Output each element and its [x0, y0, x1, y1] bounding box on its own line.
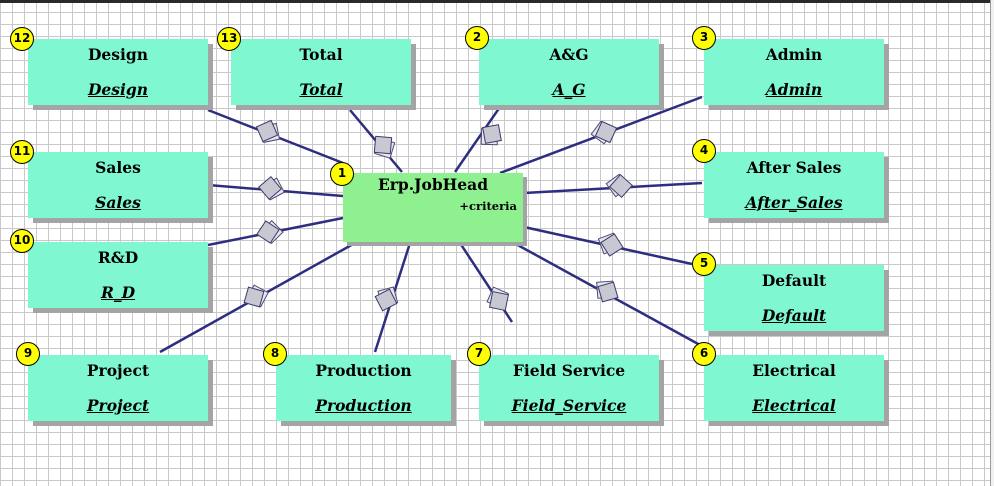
table-box-alias[interactable]: Total — [299, 80, 343, 99]
main-table-title: Erp.JobHead — [377, 175, 489, 194]
join-diamond-sales[interactable] — [258, 174, 287, 202]
table-box-project[interactable]: Project Project — [28, 355, 208, 421]
number-badge: 12 — [10, 27, 34, 51]
join-diamond-electrical[interactable] — [593, 278, 619, 303]
number-badge: 8 — [263, 342, 287, 366]
number-badge: 13 — [217, 27, 241, 51]
join-diamond-after-sales[interactable] — [604, 172, 634, 200]
number-badge: 10 — [10, 229, 34, 253]
table-box-alias[interactable]: Project — [86, 396, 150, 415]
main-table-jobhead[interactable]: Erp.JobHead +criteria — [343, 173, 523, 242]
join-diamond-a-g[interactable] — [478, 124, 502, 148]
table-box-a-g[interactable]: A&G A_G — [479, 39, 659, 105]
table-box-alias[interactable]: After_Sales — [745, 193, 843, 212]
table-box-title: Electrical — [752, 361, 836, 380]
join-diamond-design[interactable] — [255, 119, 282, 146]
join-diamond-field-service[interactable] — [486, 286, 510, 312]
table-box-title: After Sales — [746, 158, 842, 177]
table-box-after-sales[interactable]: After Sales After_Sales — [704, 152, 884, 218]
join-diamond-r-d[interactable] — [256, 218, 285, 246]
criteria-label[interactable]: +criteria — [459, 199, 517, 213]
vertical-scrollbar[interactable] — [990, 0, 994, 486]
main-number-badge: 1 — [330, 162, 354, 186]
table-box-alias[interactable]: Design — [87, 80, 149, 99]
table-box-electrical[interactable]: Electrical Electrical — [704, 355, 884, 421]
number-badge: 2 — [465, 26, 489, 50]
table-box-total[interactable]: Total Total — [231, 39, 411, 105]
join-diamond-admin[interactable] — [590, 120, 618, 146]
join-diamond-default[interactable] — [596, 230, 624, 258]
table-box-alias[interactable]: Sales — [95, 193, 141, 212]
table-box-field-service[interactable]: Field Service Field_Service — [479, 355, 659, 421]
table-box-title: Admin — [765, 45, 823, 64]
table-box-title: Sales — [95, 158, 141, 177]
table-box-alias[interactable]: Admin — [765, 80, 823, 99]
table-box-production[interactable]: Production Production — [276, 355, 451, 421]
table-box-default[interactable]: Default Default — [704, 265, 884, 331]
table-box-title: R&D — [97, 248, 139, 267]
number-badge: 9 — [16, 342, 40, 366]
number-badge: 4 — [692, 139, 716, 163]
table-box-title: Project — [86, 361, 150, 380]
join-diamond-production[interactable] — [374, 284, 401, 312]
table-box-alias[interactable]: R_D — [100, 283, 136, 302]
join-diamond-total[interactable] — [373, 135, 396, 159]
table-box-title: Default — [761, 271, 827, 290]
table-box-alias[interactable]: Production — [315, 396, 412, 415]
table-box-admin[interactable]: Admin Admin — [704, 39, 884, 105]
table-box-title: Field Service — [512, 361, 626, 380]
table-box-title: A&G — [549, 45, 589, 64]
number-badge: 5 — [692, 252, 716, 276]
table-box-alias[interactable]: Field_Service — [511, 396, 627, 415]
table-box-alias[interactable]: Electrical — [752, 396, 836, 415]
number-badge: 7 — [467, 342, 491, 366]
window-top-border — [0, 0, 994, 3]
number-badge: 3 — [692, 26, 716, 50]
number-badge: 6 — [692, 342, 716, 366]
table-box-alias[interactable]: A_G — [552, 80, 586, 99]
table-box-title: Design — [87, 45, 149, 64]
number-badge: 11 — [10, 140, 34, 164]
link-line-a-g — [453, 103, 504, 173]
table-box-r-d[interactable]: R&D R_D — [28, 242, 208, 308]
table-box-title: Production — [315, 361, 412, 380]
table-box-design[interactable]: Design Design — [28, 39, 208, 105]
table-box-title: Total — [299, 45, 343, 64]
table-box-alias[interactable]: Default — [761, 306, 827, 325]
join-diamond-project[interactable] — [243, 284, 269, 308]
table-box-sales[interactable]: Sales Sales — [28, 152, 208, 218]
